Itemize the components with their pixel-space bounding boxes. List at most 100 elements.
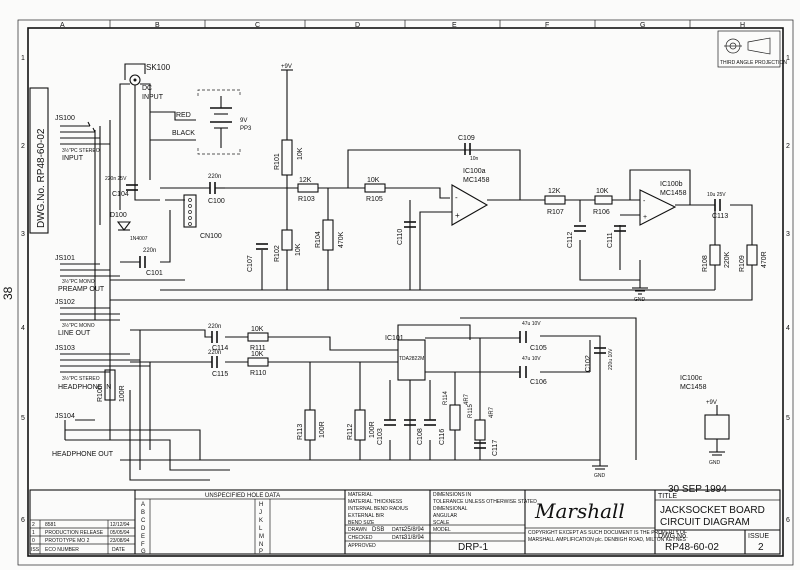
connector-cn100 (183, 194, 197, 228)
side-label-box (29, 87, 49, 234)
battery-type: PP3 (240, 126, 252, 132)
date-label: DATE (392, 527, 406, 533)
jack-js100 (60, 121, 110, 145)
battery-symbol (197, 89, 241, 155)
r110-value: 10K (251, 351, 264, 358)
capacitor-c103 (384, 419, 396, 426)
dc-label: DC (142, 85, 152, 92)
resistor-r100 (104, 369, 116, 401)
grid-row-label: 1 (786, 55, 790, 62)
revision-table: 2 8581 12/12/94 1 PRODUCTION RELEASE 05/… (31, 522, 130, 553)
model-label: MODEL (433, 527, 451, 533)
field-label: DIMENSIONAL (433, 506, 468, 512)
c104-value: 220n 25V (105, 176, 127, 182)
svg-text:-: - (455, 193, 458, 202)
sk100-label: SK100 (146, 63, 171, 72)
c100-label: C100 (208, 198, 225, 205)
c111-label: C111 (607, 232, 614, 248)
r106-value: 10K (596, 188, 609, 195)
resistor-r106 (594, 195, 613, 205)
resistor-r113 (304, 409, 316, 441)
ic100c-type: MC1458 (680, 384, 707, 391)
title-block (29, 489, 781, 555)
capacitor-c108 (404, 419, 416, 426)
field-label: SCALE (433, 520, 450, 526)
wiring (60, 63, 753, 481)
title-label: TITLE (658, 493, 677, 500)
r105-value: 10K (367, 177, 380, 184)
resistor-r112 (354, 409, 366, 441)
r112-value: 100R (369, 421, 376, 438)
capacitor-c115 (211, 356, 218, 368)
title-line-1: JACKSOCKET BOARD (660, 505, 765, 516)
side-dwg-number: DWG.No. RP48-60-02 (36, 128, 47, 228)
marshall-logo: Marshall (534, 499, 625, 523)
c101-value: 220n (143, 248, 156, 254)
ic100b-label: IC100b (660, 181, 683, 188)
grid-row-label: 4 (21, 325, 25, 332)
capacitor-c100 (209, 182, 225, 194)
grid-row-label: 1 (21, 55, 25, 62)
revision-iss: 0 (32, 538, 35, 544)
battery-voltage: 9V (240, 118, 247, 124)
hole-letter: G (141, 549, 146, 555)
r108-value: 220K (724, 251, 731, 268)
issue-label: ISSUE (748, 533, 769, 540)
r104-label: R104 (315, 231, 322, 248)
grid-row-label: 5 (786, 415, 790, 422)
grid-rows: 1 2 3 4 5 6 1 2 3 4 5 6 (21, 55, 790, 524)
input-label: INPUT (62, 155, 84, 162)
field-label: CHECKED (348, 535, 373, 541)
ic100c (704, 405, 730, 452)
c115-label: C115 (212, 371, 228, 378)
d100-label: D100 (110, 212, 127, 219)
c106-value: 47u 10V (522, 356, 541, 362)
gnd-label: GND (594, 473, 606, 479)
gnd-label: GND (709, 460, 721, 466)
copyright-text: COPYRIGHT EXCEPT AS SUCH DOCUMENT IS THE… (528, 530, 687, 536)
grid-col-label: C (255, 22, 260, 29)
capacitor-c107 (256, 243, 268, 250)
r111-label: R111 (250, 345, 266, 352)
hole-letter: F (141, 542, 145, 548)
r111-value: 10K (251, 326, 264, 333)
c101-label: C101 (146, 270, 163, 277)
r101-label: R101 (274, 153, 281, 170)
c113-value: 10u 25V (707, 192, 726, 198)
field-label: ANGULAR (433, 513, 458, 519)
resistor-r103 (297, 183, 319, 193)
gnd-label: GND (634, 297, 646, 303)
r115-label: R115 (468, 403, 474, 418)
jack-js104 (64, 419, 130, 441)
date-checked: 31/8/94 (404, 535, 425, 541)
r108-label: R108 (702, 255, 709, 272)
js102-label: JS102 (55, 299, 75, 306)
unspecified-hole-data: UNSPECIFIED HOLE DATA (205, 493, 280, 499)
resistor-r107 (544, 195, 566, 205)
r115-value: 4R7 (489, 406, 495, 418)
js100-label: JS100 (55, 115, 75, 122)
hole-letter: A (141, 502, 145, 508)
copyright-text: MARSHALL AMPLIFICATION plc. DENBIGH ROAD… (528, 537, 687, 543)
revision-date: 12/12/94 (110, 522, 130, 528)
capacitor-c101 (139, 256, 146, 268)
plus9v-label-ic: +9V (706, 400, 717, 406)
r103-value: 12K (299, 177, 312, 184)
ground-symbol (592, 460, 608, 470)
js103-type: 3½"PC STEREO (62, 375, 100, 382)
grid-row-label: 6 (21, 517, 25, 524)
grid-row-label: 5 (21, 415, 25, 422)
resistor-r105 (364, 183, 386, 193)
c103-label: C103 (377, 428, 384, 445)
date-label: DATE (392, 535, 406, 541)
capacitor-c113 (714, 199, 721, 211)
c102-value: 220u 10V (608, 348, 614, 370)
hole-letter: D (141, 526, 146, 532)
c105-label: C105 (530, 345, 547, 352)
c113-label: C113 (712, 213, 728, 220)
r105-label: R105 (366, 196, 383, 203)
r110-label: R110 (250, 370, 266, 377)
ic101-type: TDA2822M (399, 356, 424, 362)
dc-input-label: INPUT (142, 94, 164, 101)
